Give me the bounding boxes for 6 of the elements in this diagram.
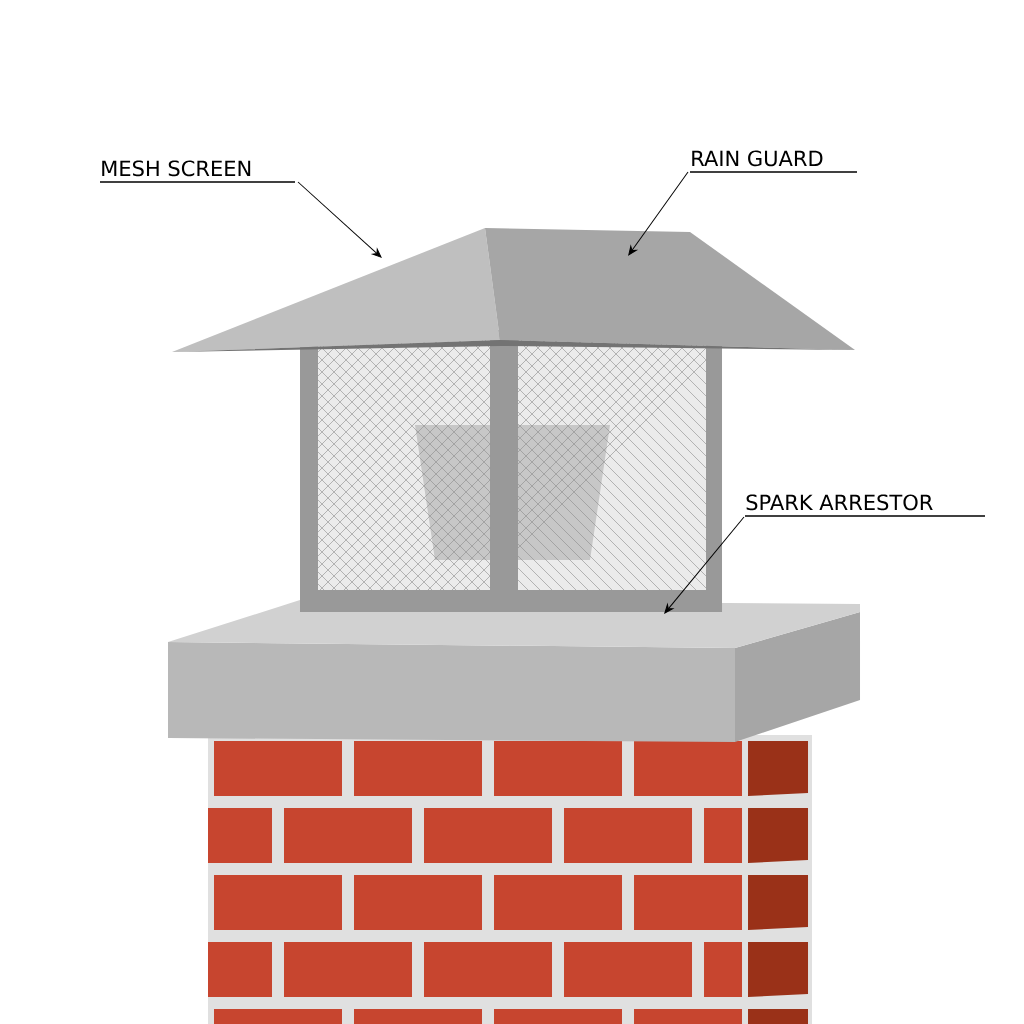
callout-label: MESH SCREEN	[99, 160, 296, 183]
callout-label: RAIN GUARD	[689, 150, 858, 173]
callout-label: SPARK ARRESTOR	[744, 494, 986, 517]
leader-line	[297, 181, 382, 258]
leader-line	[628, 171, 689, 256]
leader-line	[664, 516, 745, 614]
